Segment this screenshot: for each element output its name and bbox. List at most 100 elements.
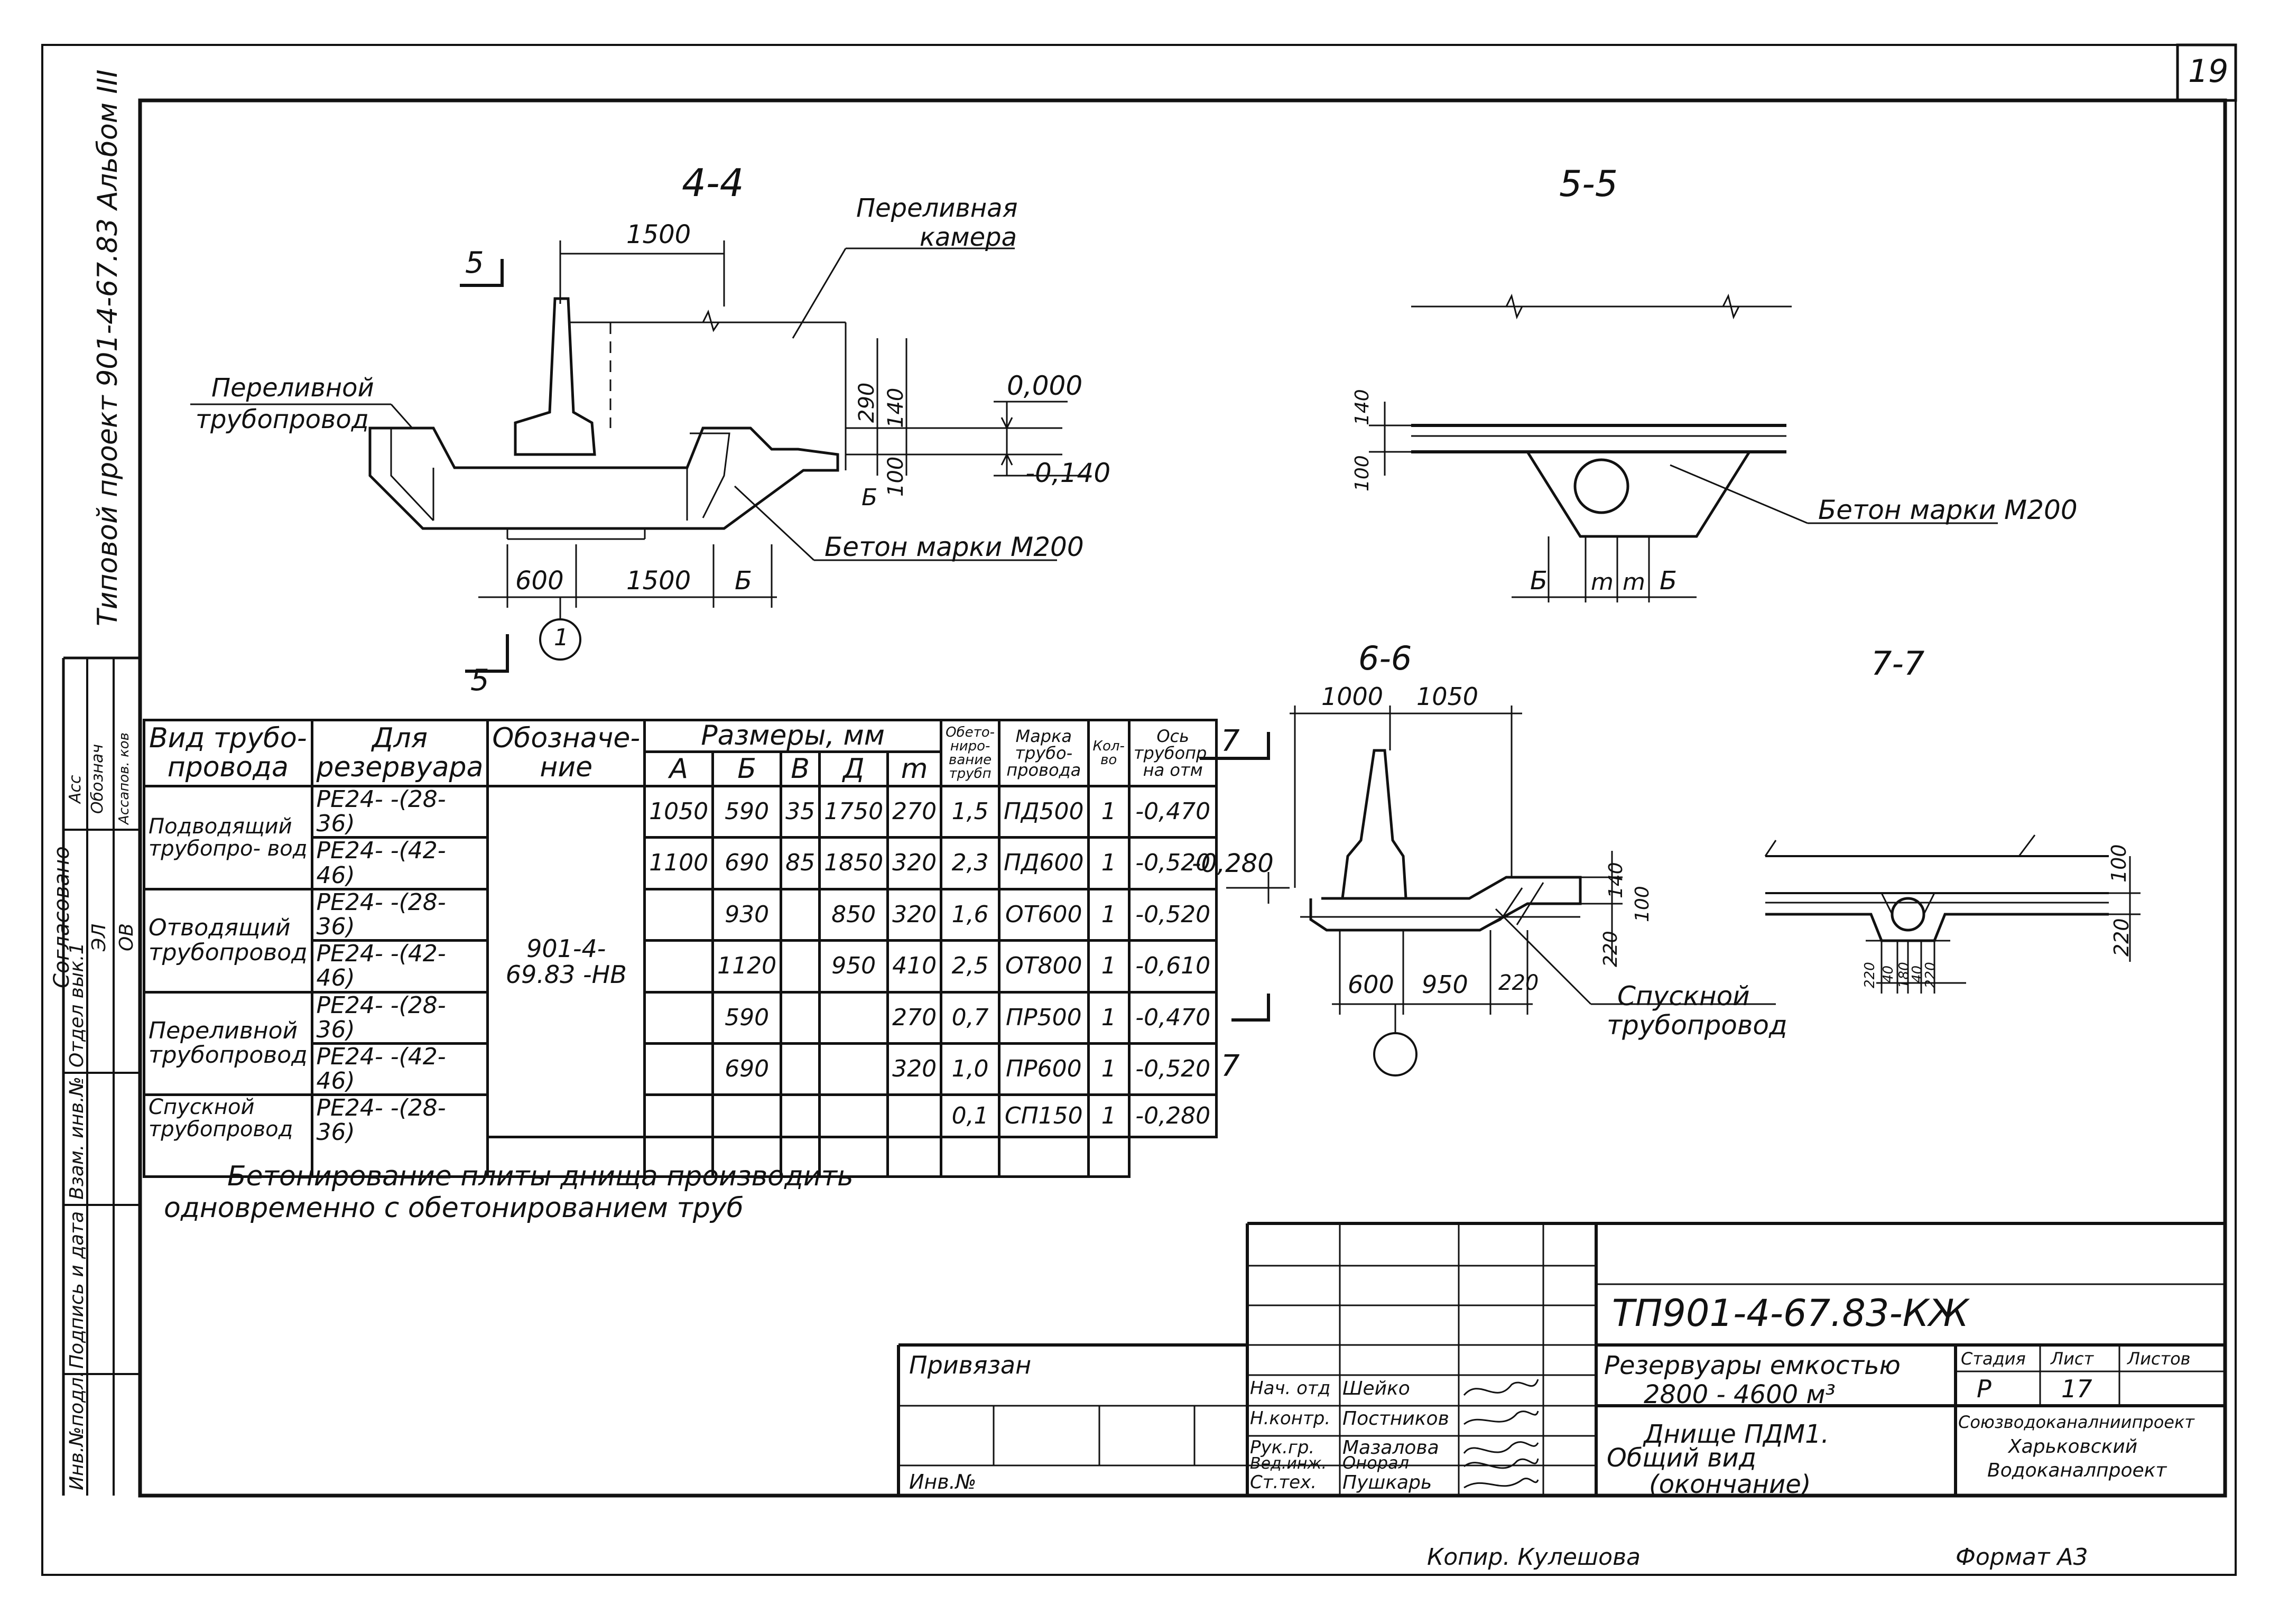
person-3: Мазалова [1342,1437,1439,1459]
col-designation: Обозначе- ние [486,719,646,787]
table-row: РЕ24- -(42-46) 1100 690 85 1850 320 2,3 … [144,836,1218,890]
sheets-header: Листов [2127,1349,2191,1369]
pipe-type-cell: Спускной трубопровод [143,1093,313,1178]
size-m [886,1093,943,1139]
signatures [1463,1379,1539,1489]
pipe-mark-cell: ОТ800 [998,939,1090,994]
size-m: 320 [886,1042,943,1097]
dept-line-1: Отдел вык.1 [66,942,88,1068]
size-A [643,990,715,1045]
dim-140-5-5: 140 [1351,389,1373,425]
drain-pipe-label-1: Спускной [1617,981,1750,1011]
size-B: 1120 [711,939,783,994]
size-A: 1050 [643,784,715,839]
designation-cell: 901-4-69.83 -НВ [486,784,646,1139]
size-A [643,1093,715,1139]
axis-cell: -0,520 [1127,836,1218,890]
name-1: Асс [66,775,85,803]
tank-cell: РЕ24- -(28-36) [310,1093,489,1178]
size-B: 690 [711,836,783,890]
page-number-box [2176,43,2237,102]
dim-950-6-6: 950 [1422,970,1468,999]
tank-cell: РЕ24- -(42-46) [310,836,489,890]
dim-1050: 1050 [1416,682,1479,711]
person-5: Пушкарь [1342,1472,1432,1493]
concreting-cell: 0,7 [940,990,1001,1045]
size-m: 270 [886,990,943,1045]
elevation-minus-0140: -0,140 [1025,458,1111,488]
size-A [643,939,715,994]
size-A [643,887,715,942]
drawing-code: ТП901-4-67.83-КЖ [1612,1292,1969,1335]
table-row [144,1136,1217,1178]
size-D [818,990,890,1045]
empty-cell [711,1136,783,1178]
qty-cell: 1 [1087,990,1131,1045]
size-D [818,1093,890,1139]
cut-mark-5-bottom: 5 [470,663,489,698]
name-3: Ассапов. ков [116,732,132,824]
project-title: Типовой проект 901-4-67.83 Альбом III [92,69,124,626]
qty-cell: 1 [1087,1042,1131,1097]
size-D: 950 [818,939,890,994]
person-4: Онорал [1342,1453,1410,1473]
col-for-tank: Для резервуара [310,719,489,787]
sub-col-V: В [780,750,821,787]
size-A: 1100 [643,836,715,890]
dim-140: 140 [884,387,908,428]
object-name-1: Резервуары емкостью [1604,1351,1901,1380]
table-row: Спускной трубопровод РЕ24- -(28-36) 0,1 … [143,1093,1218,1178]
inv-label-1: Инв.№подл. [66,1371,88,1490]
dim-B-vertical: Б [861,484,878,511]
concrete-label-4-4: Бетон марки М200 [824,532,1084,562]
dim-B-bottom: Б [735,566,752,596]
table-row: Отводящий трубопровод РЕ24- -(28-36) 930… [143,887,1218,994]
dim-100: 100 [884,456,908,497]
label-overflow-chamber-2: камера [920,222,1017,252]
drain-pipe-label-2: трубопровод [1607,1010,1787,1041]
dim-1000: 1000 [1321,682,1384,711]
cut-mark-7-top: 7 [1221,724,1240,758]
tank-cell: РЕ24- -(28-36) [310,887,489,942]
pipe-mark-cell: СП150 [998,1093,1090,1139]
axis-cell: -0,610 [1127,939,1218,994]
sub-col-D: Д [818,750,890,787]
org-name-1: Союзводоканалниипроект [1958,1412,2194,1432]
concreting-cell: 1,0 [940,1042,1001,1097]
size-D: 850 [818,887,890,942]
qty-cell: 1 [1087,836,1131,890]
size-D [818,1042,890,1097]
inner-frame [138,98,2227,1498]
tank-cell: РЕ24- -(42-46) [310,1042,489,1097]
empty-cell [818,1136,890,1178]
concreting-cell: 0,1 [940,1093,1001,1139]
qty-cell: 1 [1087,887,1131,942]
dept-line-3: ОВ [116,923,137,951]
empty-cell [643,1136,715,1178]
concrete-label-5-5: Бетон марки М200 [1818,495,2078,525]
dim-1500-bottom: 1500 [626,566,691,596]
title-block-grid [897,1222,2225,1496]
dim-140-6-6: 140 [1605,862,1627,898]
sheet-value: 17 [2061,1375,2092,1403]
role-5: Ст.тех. [1250,1472,1317,1493]
size-V [780,990,821,1045]
section-4-4-title: 4-4 [682,161,744,205]
concreting-cell: 1,5 [940,784,1001,839]
size-V [780,939,821,994]
size-V [780,887,821,942]
dim-1500-top: 1500 [626,220,691,249]
size-D: 1850 [818,836,890,890]
section-5-5 [1369,293,1998,602]
inv-label-2: Подпись и дата [66,1211,88,1369]
person-2: Постников [1342,1408,1449,1430]
object-name-2: 2800 - 4600 м³ [1644,1380,1836,1409]
label-overflow-chamber-1: Переливная [856,193,1018,223]
small-dim-2: 40 [1880,965,1896,983]
concreting-cell: 2,5 [940,939,1001,994]
qty-cell: 1 [1087,1093,1131,1139]
col-qty: Кол-во [1087,719,1131,787]
size-B: 590 [711,990,783,1045]
empty-cell [780,1136,821,1178]
role-2: Н.контр. [1250,1408,1331,1429]
